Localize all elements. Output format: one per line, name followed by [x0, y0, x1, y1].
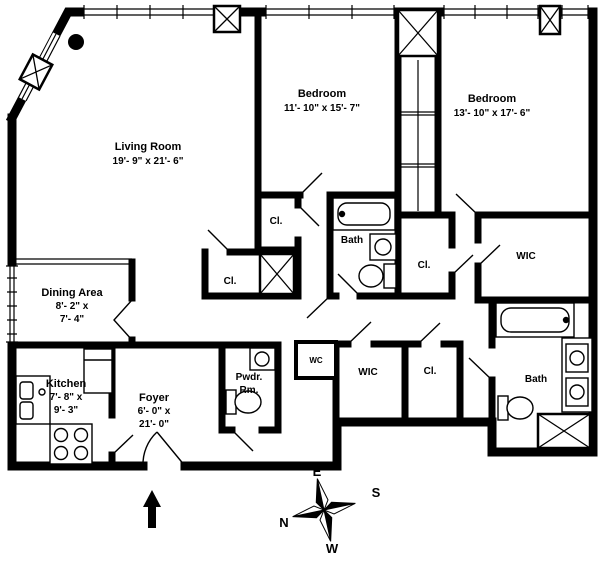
toilet-icon [225, 389, 262, 415]
bathtub-icon [495, 302, 575, 338]
kitchen-sink-icon [15, 375, 51, 425]
closet-b-label: Cl. [224, 276, 237, 287]
kitchen-dims-1: 7'- 8" x [50, 392, 83, 403]
closet-c-door [451, 254, 474, 276]
foyer-dims-2: 21'- 0" [139, 419, 169, 430]
interior-walls [8, 8, 597, 470]
wic-lower-door [347, 321, 372, 345]
kitchen-door [111, 434, 134, 456]
compass-rose: E S N W [279, 464, 380, 556]
bath-upper-door [337, 273, 361, 297]
kitchen-dims-2: 9'- 3" [54, 405, 79, 416]
windows [6, 5, 589, 343]
column-dot [68, 34, 84, 50]
dining-dims-2: 7'- 4" [60, 314, 85, 325]
column-marker-icon [258, 252, 296, 296]
column-marker-icon [18, 52, 54, 92]
dining-label: Dining Area [41, 287, 103, 299]
wic-upper-door [477, 244, 501, 267]
powder-room-label-1: Pwdr. [236, 372, 263, 383]
shaft-marker-icon [396, 8, 440, 58]
toilet-icon [358, 263, 397, 289]
bath-lower-label: Bath [525, 374, 547, 385]
sink-icon [369, 233, 397, 261]
bath-upper-label: Bath [341, 235, 363, 246]
wic-lower-label: WIC [358, 367, 377, 378]
living-room-dims: 19'- 9" x 21'- 6" [113, 156, 184, 167]
kitchen-label: Kitchen [46, 378, 87, 390]
bedroom1-dims: 11'- 10" x 15'- 7" [284, 103, 360, 114]
room-labels: Living Room 19'- 9" x 21'- 6" Bedroom 11… [41, 88, 547, 430]
dining-double-door [113, 299, 133, 341]
vestibule-door [306, 295, 331, 319]
bedroom1-label: Bedroom [298, 88, 347, 100]
bathtub-icon [332, 197, 396, 231]
bedroom2-door [455, 193, 479, 216]
fixtures [15, 197, 593, 465]
closet-d-label: Cl. [424, 366, 437, 377]
entry-door-swing [142, 431, 186, 467]
doors [111, 172, 501, 467]
dining-dims-1: 8'- 2" x [56, 301, 89, 312]
compass-north: N [279, 515, 288, 530]
entry-arrow-icon [143, 490, 161, 528]
column-markers [18, 4, 592, 450]
toilet-icon [497, 395, 534, 421]
closet-shelves [398, 60, 438, 211]
column-marker-icon [212, 4, 242, 34]
vanity-sinks-icon [561, 337, 593, 413]
foyer-label: Foyer [139, 392, 170, 404]
bedroom2-dims: 13'- 10" x 17'- 6" [454, 108, 531, 119]
closet-d-door [417, 322, 441, 345]
powder-door [231, 429, 254, 452]
wc-label: WC [309, 356, 323, 365]
living-room-label: Living Room [115, 141, 182, 153]
bedroom2-label: Bedroom [468, 93, 517, 105]
column-marker-icon [538, 4, 562, 36]
compass-west: W [326, 541, 339, 556]
powder-room-label-2: Rm. [240, 385, 259, 396]
compass-east: E [313, 464, 322, 479]
closet-b-door [207, 229, 231, 253]
foyer-dims-1: 6'- 0" x [138, 406, 171, 417]
compass-south: S [372, 485, 381, 500]
column-marker-icon [536, 412, 592, 450]
closet-a-label: Cl. [270, 216, 283, 227]
sink-icon [249, 347, 276, 371]
wc-box [294, 340, 338, 380]
closet-c-label: Cl. [418, 260, 431, 271]
refrigerator-icon [83, 348, 113, 394]
wic-upper-label: WIC [516, 251, 535, 262]
closet-a-door [297, 204, 320, 227]
bedroom1-door [299, 172, 323, 196]
range-icon [49, 423, 93, 465]
bath-lower-door [468, 357, 493, 381]
